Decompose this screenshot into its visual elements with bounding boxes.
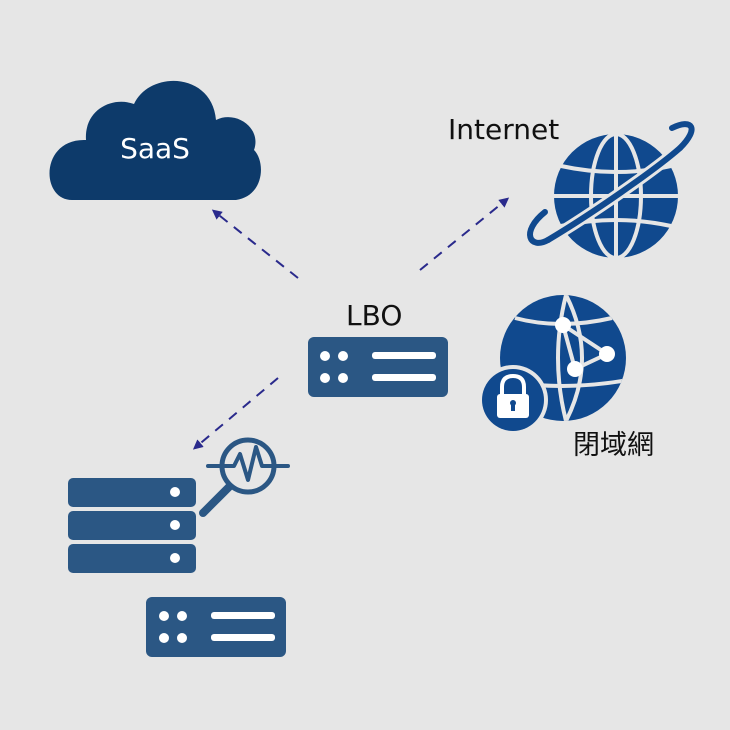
server-icon <box>308 337 448 397</box>
server-rack-icon <box>68 478 196 573</box>
lbo-label: LBO <box>346 299 403 332</box>
monitoring-magnifier-icon <box>199 437 290 517</box>
closed-network-label: 閉域網 <box>573 430 654 461</box>
server-icon <box>146 597 286 657</box>
saas-label: SaaS <box>120 132 190 165</box>
secure-network-globe-icon <box>478 295 626 435</box>
arrow-lbo-to-saas <box>211 209 299 279</box>
arrow-lbo-to-datacenter <box>192 377 279 450</box>
cloud-icon <box>49 80 261 200</box>
internet-label: Internet <box>448 113 560 146</box>
globe-icon <box>527 121 695 260</box>
arrow-lbo-to-internet <box>419 197 510 271</box>
